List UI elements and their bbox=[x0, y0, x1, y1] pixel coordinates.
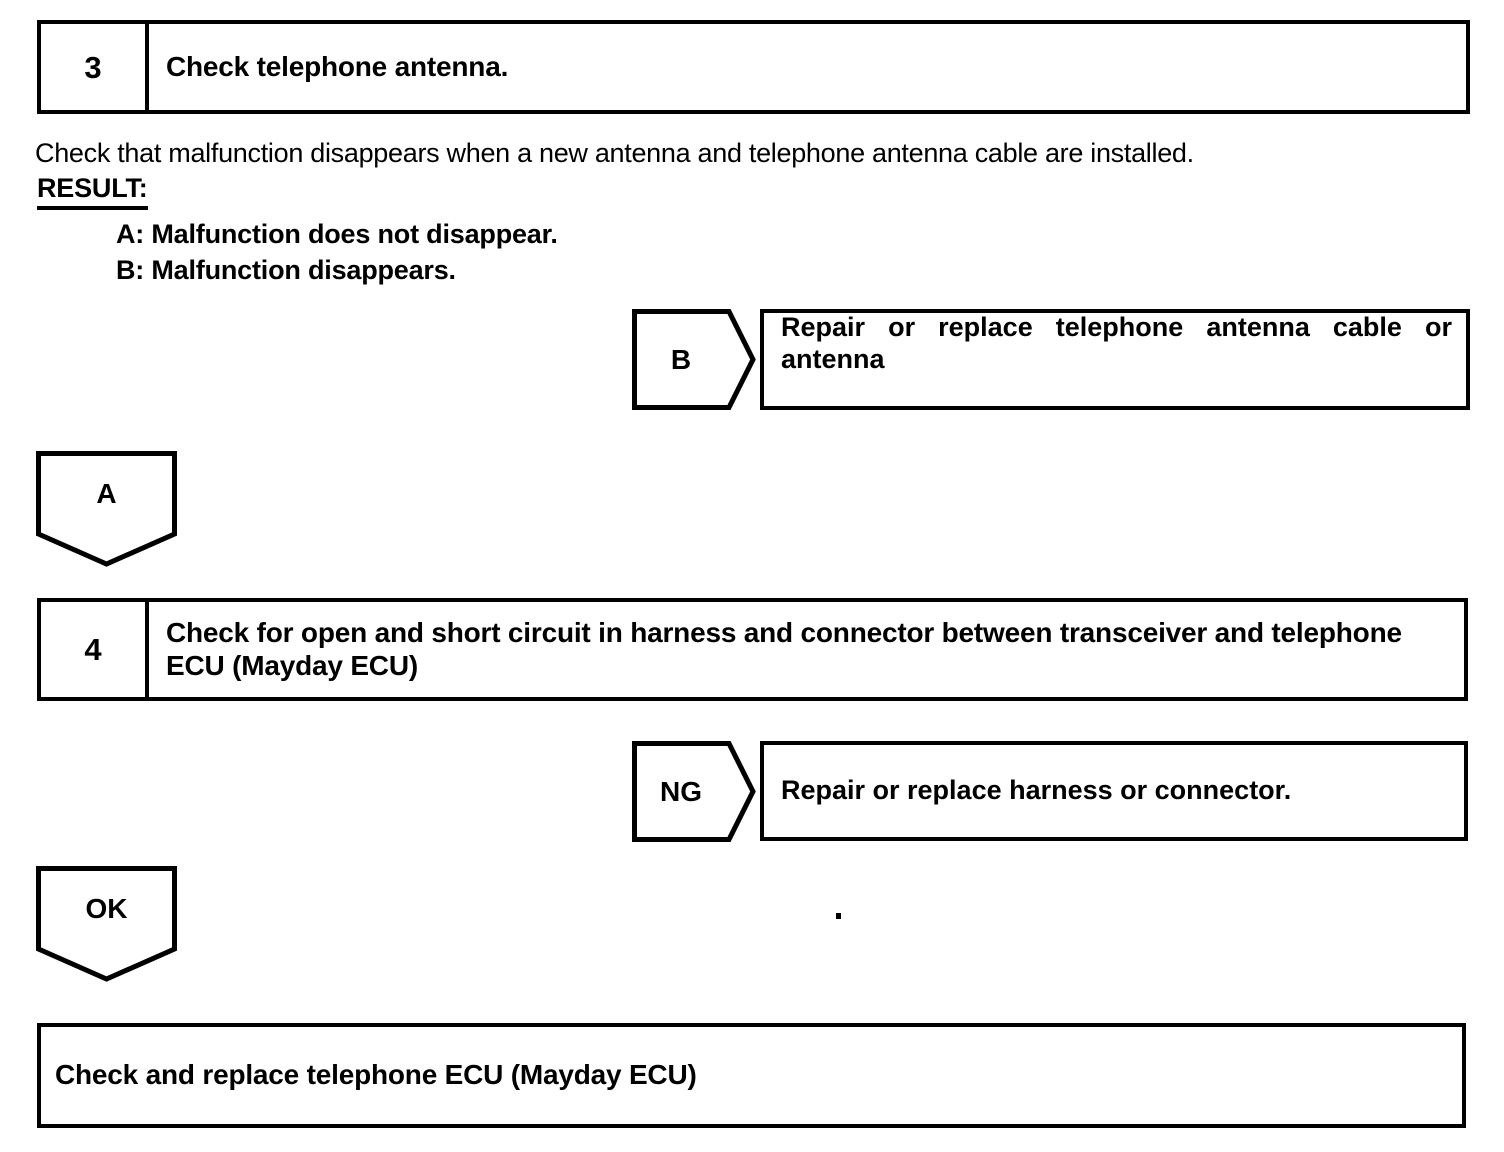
pentagon-right-shape-icon bbox=[632, 741, 756, 842]
final-action-box: Check and replace telephone ECU (Mayday … bbox=[37, 1023, 1466, 1128]
connector-tag-a-label: A bbox=[96, 478, 117, 509]
connector-tag-a: A bbox=[36, 451, 177, 567]
step-4-title: Check for open and short circuit in harn… bbox=[166, 617, 1402, 681]
step-3-header-box: 3 Check telephone antenna. bbox=[37, 20, 1470, 114]
step-3-title: Check telephone antenna. bbox=[166, 50, 509, 82]
branch-ng-action-box: Repair or replace harness or connector. bbox=[760, 741, 1468, 841]
branch-b-action-box: Repair or replace telephone antenna cabl… bbox=[760, 309, 1470, 410]
step-3-number: 3 bbox=[41, 24, 149, 110]
result-option-b: B: Malfunction disappears. bbox=[116, 255, 456, 285]
step-4-number: 4 bbox=[41, 602, 149, 697]
pentagon-right-shape-icon bbox=[632, 309, 756, 410]
branch-tag-ng: NG bbox=[632, 741, 756, 842]
scan-speck bbox=[836, 913, 841, 919]
step-3-description: Check that malfunction disappears when a… bbox=[35, 138, 1194, 168]
connector-tag-ok: OK bbox=[36, 866, 177, 982]
branch-tag-b: B bbox=[632, 309, 756, 410]
connector-tag-ok-label: OK bbox=[85, 893, 128, 924]
result-label: RESULT: bbox=[37, 172, 148, 210]
result-option-a: A: Malfunction does not disappear. bbox=[116, 219, 558, 249]
branch-b-action-text: Repair or replace telephone antenna cabl… bbox=[781, 311, 1452, 374]
pentagon-down-shape-icon bbox=[36, 451, 177, 567]
branch-tag-ng-label: NG bbox=[660, 775, 702, 807]
branch-tag-b-label: B bbox=[670, 343, 692, 375]
pentagon-down-shape-icon bbox=[36, 866, 177, 982]
branch-ng-action-text: Repair or replace harness or connector. bbox=[781, 775, 1292, 806]
step-4-header-box: 4 Check for open and short circuit in ha… bbox=[37, 598, 1468, 701]
final-action-text: Check and replace telephone ECU (Mayday … bbox=[55, 1059, 697, 1091]
